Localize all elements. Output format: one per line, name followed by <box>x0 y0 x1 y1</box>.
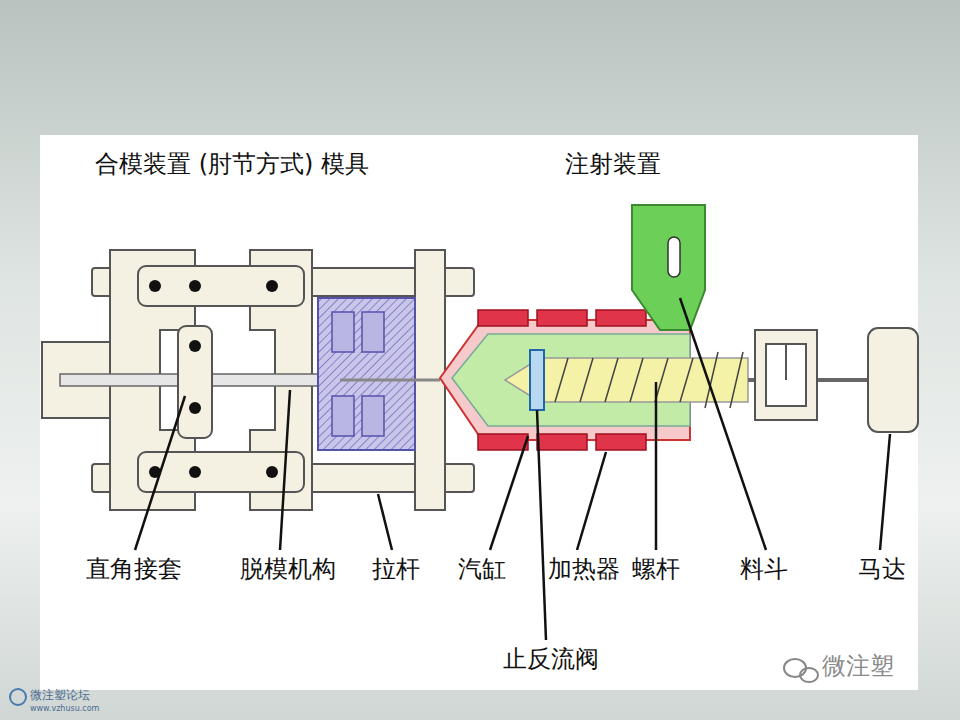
watermark: 微注塑 <box>822 652 894 681</box>
part-label: 止反流阀 <box>503 645 599 674</box>
watermark: www.vzhusu.com <box>30 704 99 714</box>
part-label: 汽缸 <box>458 555 506 584</box>
part-label: 直角接套 <box>86 555 182 584</box>
part-label: 拉杆 <box>372 555 420 584</box>
section-heading: 合模装置 (肘节方式) 模具 <box>95 150 369 179</box>
part-label: 加热器 <box>548 555 620 584</box>
part-label: 马达 <box>858 555 906 584</box>
part-label: 料斗 <box>740 555 788 584</box>
part-label: 脱模机构 <box>240 555 336 584</box>
section-heading: 注射装置 <box>565 150 661 179</box>
part-label: 螺杆 <box>632 555 680 584</box>
watermark: 微注塑论坛 <box>30 688 90 702</box>
